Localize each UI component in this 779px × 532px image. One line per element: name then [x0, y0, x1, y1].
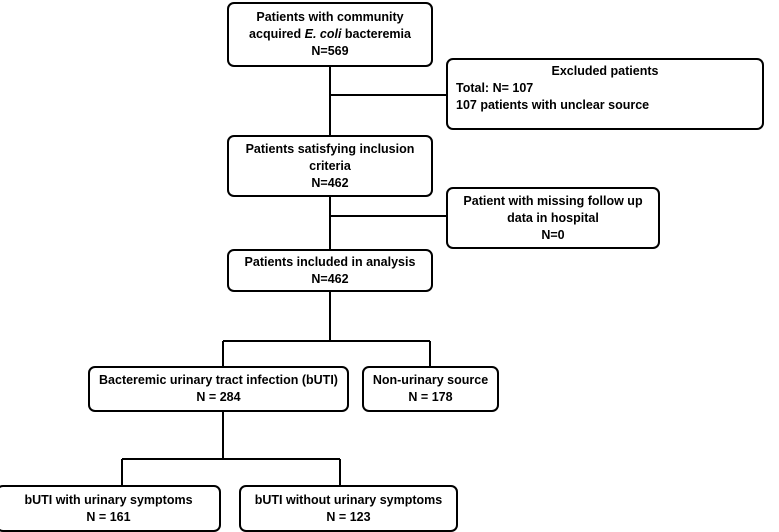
missing-count: N=0 — [541, 227, 565, 242]
source-line1: Patients with community — [256, 10, 404, 24]
with-symptoms-line1: bUTI with urinary symptoms — [24, 492, 193, 507]
missing-line1: Patient with missing follow up — [463, 193, 643, 208]
inclusion-line2: criteria — [309, 158, 351, 173]
analysis-count: N=462 — [311, 271, 349, 286]
analysis-box: Patients included in analysis N=462 — [227, 249, 433, 292]
excluded-patients-box: Excluded patients Total: N= 107 107 pati… — [446, 58, 764, 130]
source-count: N=569 — [311, 44, 349, 58]
non-urinary-line1: Non-urinary source — [372, 373, 489, 387]
without-symptoms-box: bUTI without urinary symptoms N = 123 — [239, 485, 458, 532]
non-urinary-box: Non-urinary source N = 178 — [362, 366, 499, 412]
source-population-box: Patients with community acquired E. coli… — [227, 2, 433, 67]
butI-box: Bacteremic urinary tract infection (bUTI… — [88, 366, 349, 412]
inclusion-count: N=462 — [311, 175, 349, 190]
excluded-title: Excluded patients — [551, 64, 659, 78]
inclusion-line1: Patients satisfying inclusion — [245, 141, 415, 156]
missing-followup-box: Patient with missing follow up data in h… — [446, 187, 660, 249]
analysis-line1: Patients included in analysis — [244, 254, 416, 269]
source-line2-suffix: bacteremia — [341, 27, 411, 41]
missing-line2: data in hospital — [507, 210, 599, 225]
non-urinary-count: N = 178 — [408, 390, 453, 404]
inclusion-criteria-box: Patients satisfying inclusion criteria N… — [227, 135, 433, 197]
source-line2: acquired E. coli bacteremia — [235, 26, 425, 43]
excluded-reason: 107 patients with unclear source — [456, 98, 650, 112]
butI-line1: Bacteremic urinary tract infection (bUTI… — [99, 373, 338, 387]
excluded-total: Total: N= 107 — [456, 81, 534, 95]
source-organism: E. coli — [304, 27, 342, 41]
with-symptoms-count: N = 161 — [86, 509, 131, 524]
butI-count: N = 284 — [196, 390, 241, 404]
without-symptoms-count: N = 123 — [326, 509, 371, 524]
with-symptoms-box: bUTI with urinary symptoms N = 161 — [0, 485, 221, 532]
source-line2-prefix: acquired — [249, 27, 305, 41]
without-symptoms-line1: bUTI without urinary symptoms — [254, 492, 443, 507]
